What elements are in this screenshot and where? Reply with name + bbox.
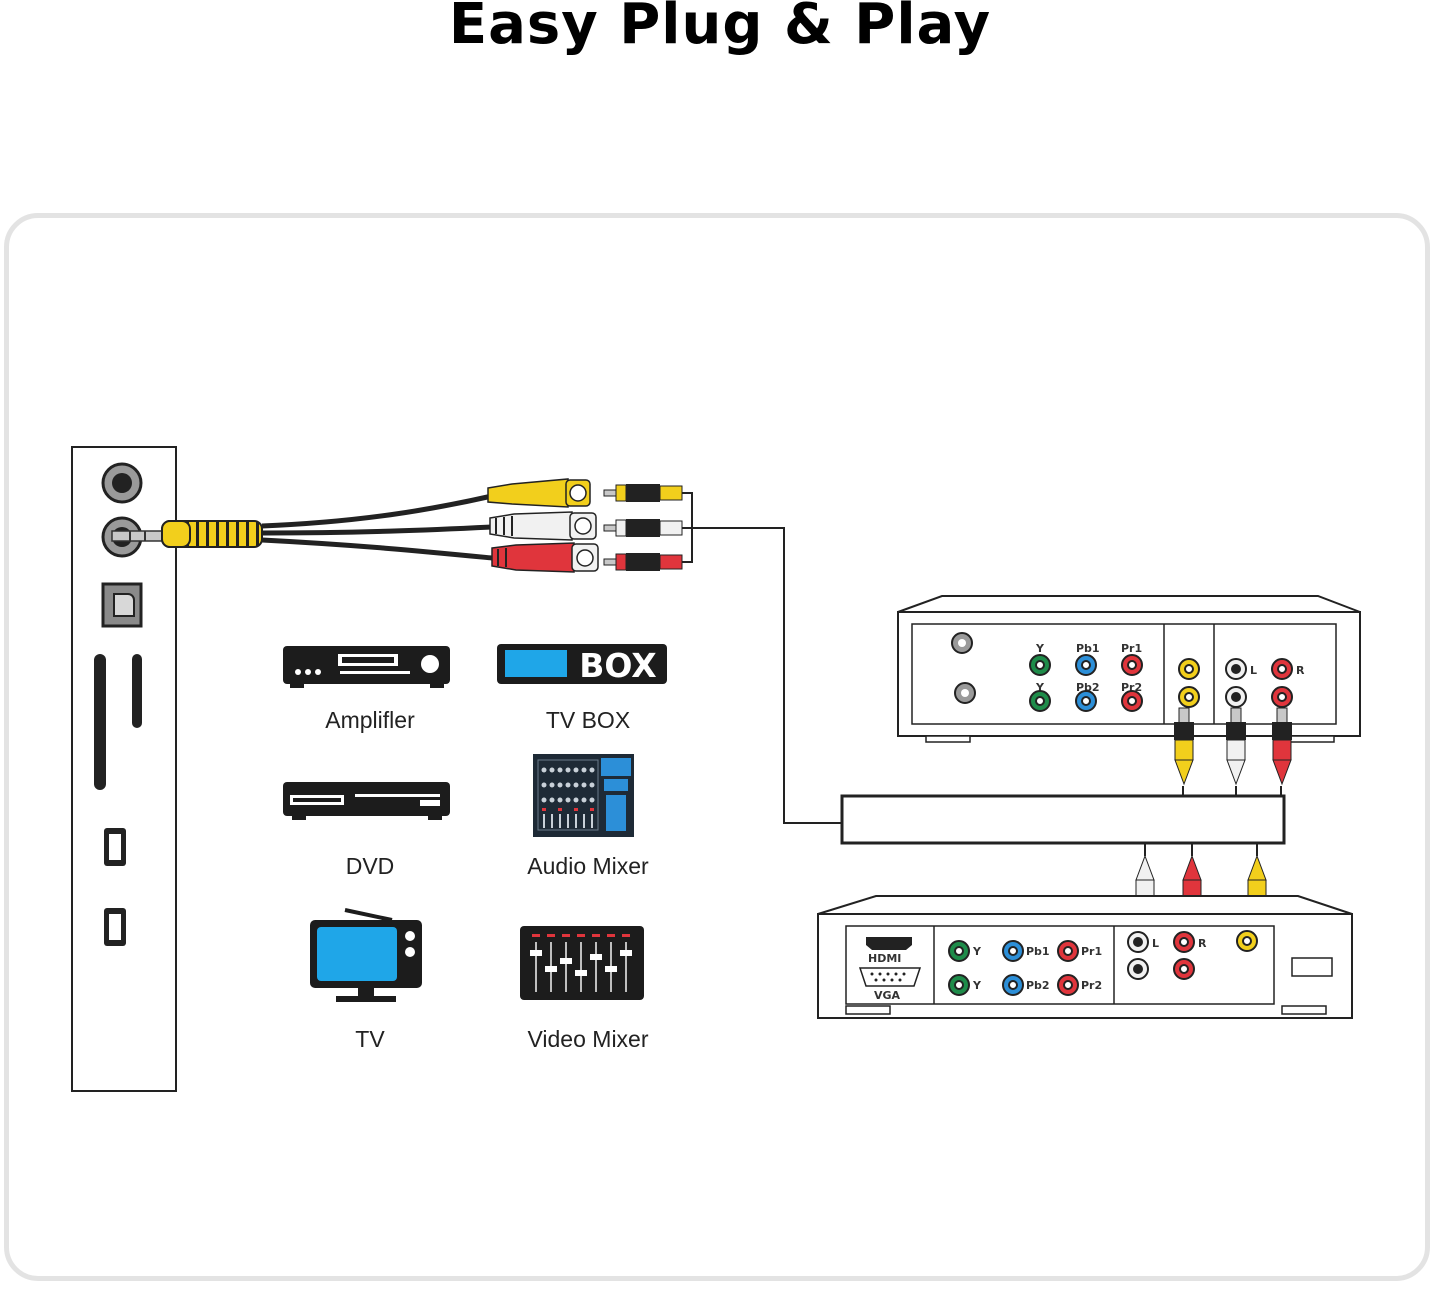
upper-label-pr1: Pr1 <box>1121 642 1142 655</box>
rca-female-red-icon <box>491 542 599 573</box>
component-jack-icon <box>1029 654 1143 712</box>
lower-label-vga: VGA <box>874 989 901 1002</box>
upper-label-y2: Y <box>1035 681 1045 694</box>
tv-side-panel <box>71 446 177 1092</box>
tv-box-icon: BOX <box>497 644 667 685</box>
device-label-amplifier: Amplifler <box>325 707 415 733</box>
card-slot-icon <box>94 654 142 790</box>
rca-plug-yellow-icon <box>1174 707 1194 786</box>
rca-male-red-icon <box>603 553 683 571</box>
video-jack-icon <box>1178 658 1200 708</box>
lower-label-l: L <box>1152 937 1159 950</box>
lower-label-r: R <box>1198 937 1207 950</box>
amplifier-icon <box>283 646 450 688</box>
video-jack-icon <box>1236 930 1258 952</box>
rca-plug-red-icon <box>1272 707 1292 786</box>
rca-female-white-icon <box>489 511 597 541</box>
vga-port-icon <box>858 967 922 987</box>
lower-label-y2: Y <box>972 979 982 992</box>
lower-label-pb1: Pb1 <box>1026 945 1050 958</box>
audio-jack-icon <box>1225 658 1293 708</box>
headphone-jack-icon <box>101 462 143 504</box>
signal-splitter-bar <box>840 794 1286 845</box>
3.5mm-plug-icon <box>111 520 263 548</box>
upper-label-pb1: Pb1 <box>1076 642 1100 655</box>
optical-port-icon <box>101 582 143 628</box>
device-label-video-mixer: Video Mixer <box>527 1026 648 1052</box>
audio-jack-icon <box>1127 931 1195 980</box>
lower-label-hdmi: HDMI <box>868 952 901 965</box>
hdmi-port-icon <box>866 937 912 950</box>
lower-label-pb2: Pb2 <box>1026 979 1050 992</box>
usb-port-icon <box>104 828 126 866</box>
lower-av-device: HDMI VGA Y Pb1 Pr1 Y Pb2 Pr2 L <box>817 895 1353 1019</box>
upper-label-y1: Y <box>1035 642 1045 655</box>
device-label-audio-mixer: Audio Mixer <box>527 853 649 879</box>
av-cable <box>111 478 842 824</box>
upper-label-pr2: Pr2 <box>1121 681 1142 694</box>
dvd-player-icon <box>283 782 450 820</box>
rca-male-yellow-icon <box>603 484 683 502</box>
video-mixer-icon <box>520 926 644 1000</box>
upper-label-l: L <box>1250 664 1257 677</box>
rca-plug-white-icon <box>1226 707 1246 786</box>
upper-label-pb2: Pb2 <box>1076 681 1100 694</box>
tv-icon <box>310 908 422 1002</box>
tv-box-logo-text: BOX <box>579 646 656 685</box>
upper-rca-plugs <box>1174 707 1292 796</box>
upper-label-r: R <box>1296 664 1305 677</box>
usb-port-icon <box>104 908 126 946</box>
lower-label-pr2: Pr2 <box>1081 979 1102 992</box>
device-label-tv-box: TV BOX <box>546 707 630 733</box>
device-grid: Amplifler BOX TV BOX DVD <box>283 644 667 1052</box>
lower-label-pr1: Pr1 <box>1081 945 1102 958</box>
device-label-tv: TV <box>355 1026 385 1052</box>
component-jack-icon <box>948 940 1079 996</box>
device-label-dvd: DVD <box>346 853 395 879</box>
page-title: Easy Plug & Play <box>448 0 992 57</box>
audio-mixer-icon <box>533 754 634 837</box>
rca-female-yellow-icon <box>487 478 591 508</box>
upper-av-device: Y Pb1 Pr1 Y Pb2 Pr2 L R <box>897 595 1361 743</box>
rca-male-white-icon <box>603 519 683 537</box>
lower-label-y1: Y <box>972 945 982 958</box>
